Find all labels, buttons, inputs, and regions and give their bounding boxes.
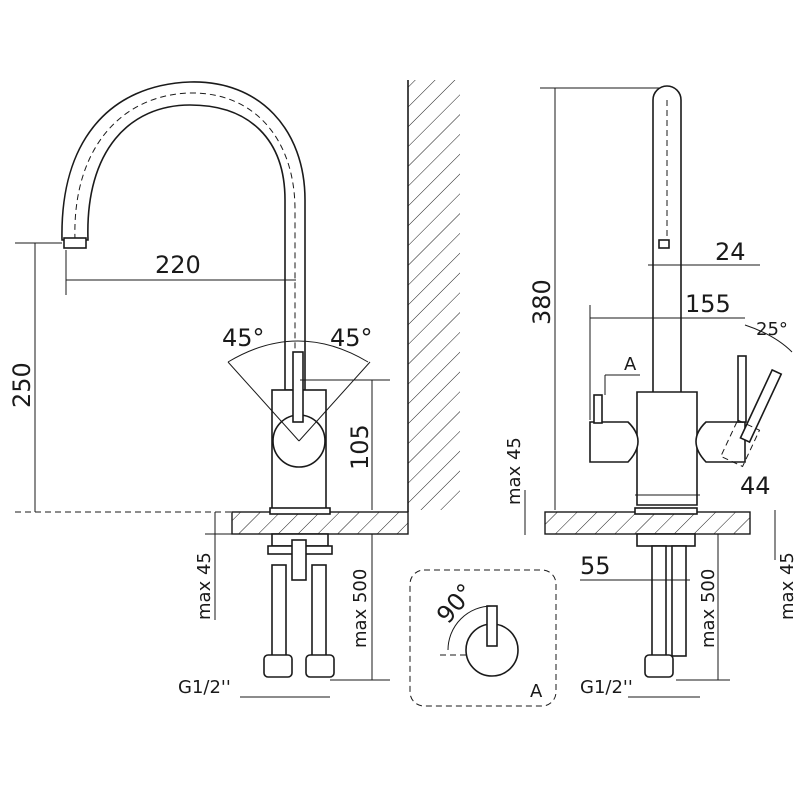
max-hose-left: max 500 — [350, 569, 371, 648]
max-counter-left: max 45 — [194, 552, 215, 620]
wall-hatch — [408, 80, 460, 510]
spout-reach-dim: 220 — [155, 251, 201, 279]
spout-height-dim: 250 — [8, 362, 36, 408]
width-dim: 155 — [685, 290, 731, 318]
detail-ref: A — [624, 354, 637, 375]
right-body — [636, 391, 698, 506]
countertop-right — [544, 511, 751, 535]
detail-angle: 90° — [431, 578, 480, 629]
lever-angle-dim: 25° — [756, 319, 788, 340]
max-counter-right-2: max 45 — [777, 552, 798, 620]
left-faucet-view: 220 45° 45° 250 105 max 45 max 500 G1/2'… — [8, 80, 460, 698]
lever — [292, 351, 304, 423]
base-diameter-dim: 44 — [740, 472, 771, 500]
max-hose-right: max 500 — [698, 569, 719, 648]
right-faucet-view: 380 24 155 25° A max 45 44 55 max 500 G1… — [504, 85, 798, 698]
shank-diameter-dim: 55 — [580, 552, 611, 580]
max-counter-right-1: max 45 — [504, 437, 525, 505]
countertop-left — [231, 511, 409, 535]
total-height-dim: 380 — [528, 279, 556, 325]
detail-label: A — [530, 681, 543, 702]
spout — [61, 81, 306, 391]
hose-2 — [311, 564, 327, 661]
pipe-diameter-dim: 24 — [715, 238, 746, 266]
body-height-dim: 105 — [346, 424, 374, 470]
thread-left: G1/2'' — [178, 677, 231, 698]
lever-angle-right: 45° — [330, 324, 373, 352]
detail-a: 90° A — [409, 569, 557, 707]
thread-right: G1/2'' — [580, 677, 633, 698]
hose-1 — [271, 564, 287, 661]
lever-angle-left: 45° — [222, 324, 265, 352]
